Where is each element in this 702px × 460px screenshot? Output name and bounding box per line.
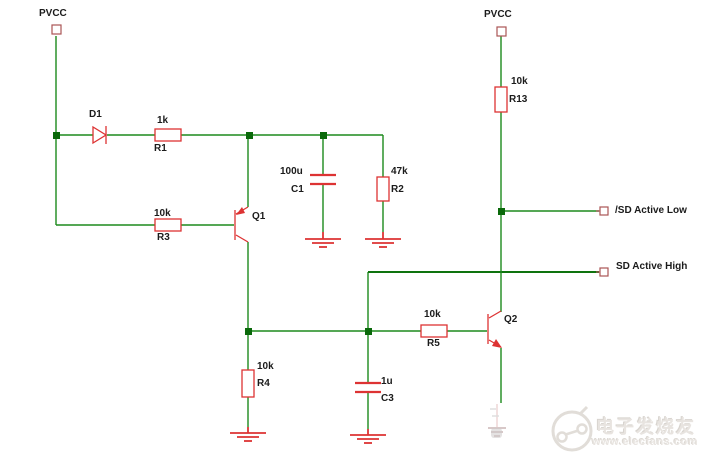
d1-ref-label: D1 <box>89 109 102 120</box>
junction-dot <box>245 328 252 335</box>
capacitor-c3-symbol <box>355 381 381 394</box>
junction-dots <box>53 132 505 335</box>
transistor-emitter-arrow <box>492 339 502 348</box>
junction-dot <box>498 208 505 215</box>
port-symbol-pvcc-right <box>496 26 507 37</box>
r5-ref-label: R5 <box>427 338 440 349</box>
transistor-emitter-arrow <box>236 207 245 215</box>
transistor-q2-symbol <box>487 310 502 348</box>
pvcc-right-label: PVCC <box>484 9 512 20</box>
port-symbol-sd-high <box>596 267 609 277</box>
port-symbol-sd-low <box>596 206 609 216</box>
r2-value-label: 47k <box>391 166 408 177</box>
r4-ref-label: R4 <box>257 378 270 389</box>
port-symbol-pvcc-left <box>51 24 62 35</box>
sd-active-high-label: SD Active High <box>616 261 688 272</box>
resistor-r5-symbol <box>420 324 448 338</box>
resistor-r13-symbol <box>494 86 508 113</box>
capacitor-c1-symbol <box>310 173 336 186</box>
r3-value-label: 10k <box>154 208 171 219</box>
junction-dot <box>53 132 60 139</box>
pvcc-left-label: PVCC <box>39 8 67 19</box>
q2-ref-label: Q2 <box>504 314 518 325</box>
ground-symbol-c1 <box>305 232 341 248</box>
resistor-r2-symbol <box>376 176 390 202</box>
r5-value-label: 10k <box>424 309 441 320</box>
watermark-url: www.elecfans.com <box>592 436 699 448</box>
transistor-collector-lead <box>235 234 249 243</box>
watermark-text: 电子发烧友 <box>596 417 696 437</box>
resistor-r3-symbol <box>154 218 182 232</box>
junction-dot <box>320 132 327 139</box>
r13-value-label: 10k <box>511 76 528 87</box>
c3-value-label: 1u <box>381 376 393 387</box>
c1-value-label: 100u <box>280 166 303 177</box>
resistor-r4-symbol <box>241 369 255 398</box>
transistor-collector-lead <box>488 310 502 319</box>
wires <box>55 36 599 429</box>
diode-d1-symbol <box>92 125 108 145</box>
r13-ref-label: R13 <box>509 94 528 105</box>
junction-dot <box>365 328 372 335</box>
ground-symbol-c3 <box>350 429 386 444</box>
r1-value-label: 1k <box>157 115 169 126</box>
watermark-logo <box>551 405 593 452</box>
faded-ground-symbol-q2 <box>488 404 506 438</box>
r1-ref-label: R1 <box>154 143 167 154</box>
r4-value-label: 10k <box>257 361 274 372</box>
c3-ref-label: C3 <box>381 393 394 404</box>
c1-ref-label: C1 <box>291 184 304 195</box>
sd-active-low-label: /SD Active Low <box>615 205 687 216</box>
ground-symbol-r4 <box>230 427 266 442</box>
resistor-r1-symbol <box>154 128 182 142</box>
r2-ref-label: R2 <box>391 184 404 195</box>
q1-ref-label: Q1 <box>252 211 266 222</box>
diode-triangle <box>92 125 108 145</box>
ground-symbol-r2 <box>365 232 401 248</box>
junction-dot <box>246 132 253 139</box>
r3-ref-label: R3 <box>157 232 170 243</box>
transistor-q1-symbol <box>234 206 249 243</box>
